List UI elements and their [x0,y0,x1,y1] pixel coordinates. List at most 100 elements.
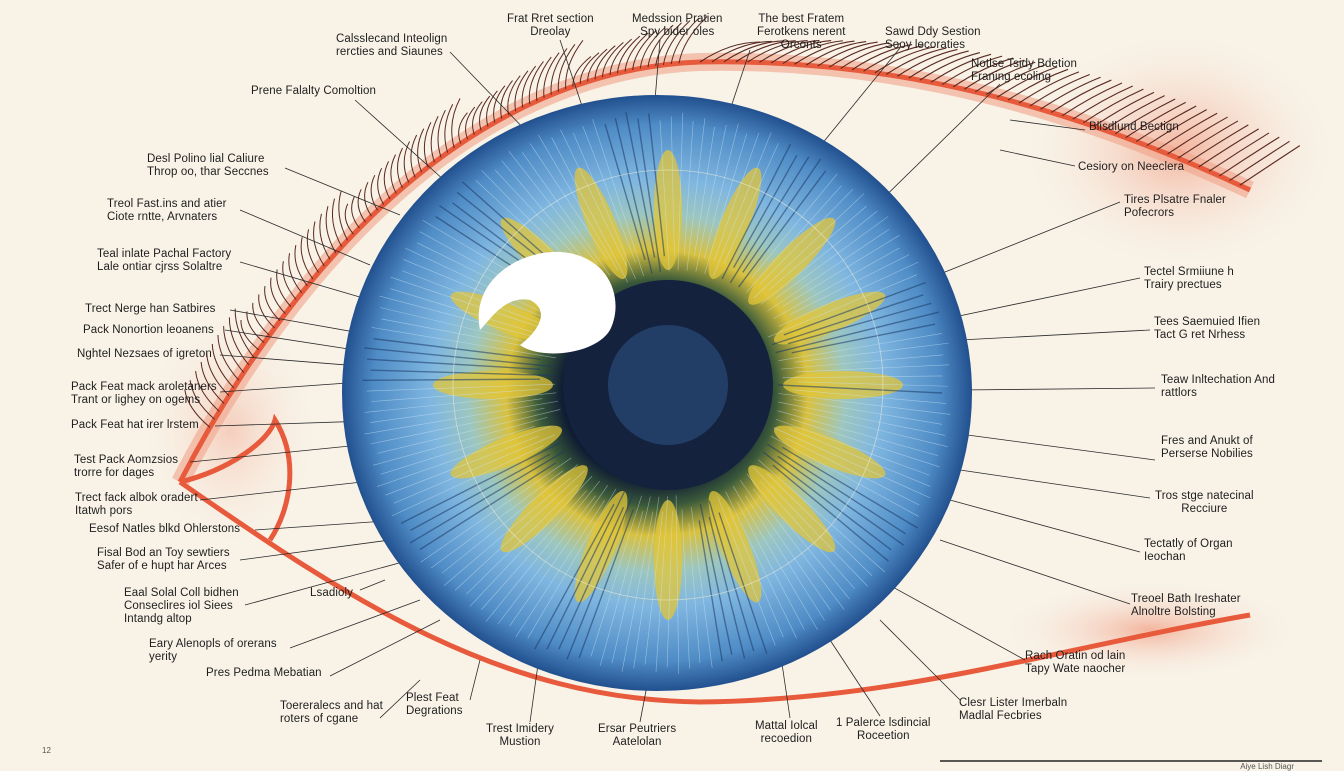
eyelash [770,39,832,64]
iris-fiber [708,500,755,652]
eyelashes [184,16,1301,428]
iris-fiber [364,400,559,435]
label-prene: Prene Falalty Comoltion [251,85,376,98]
iris-fiber [431,470,564,569]
eyelash [1188,124,1249,163]
iris-yellow-petals [433,150,903,620]
iris-fiber [737,170,827,288]
eyelash [1135,105,1197,143]
iris-fiber [590,495,642,657]
label-line: Degrations [406,705,463,717]
highlight-reflection [478,251,616,354]
eyelash [1167,116,1228,155]
eyelash [528,61,544,105]
iris-fiber [370,398,543,423]
iris-petal [450,291,563,345]
iris-fiber [778,401,946,436]
label-line: 1 Palerce lsdincial [836,717,931,729]
iris-fiber [538,134,619,271]
leader-line [379,679,421,719]
label-line: Frat Rret section [507,13,594,25]
eyelash [535,56,552,102]
iris-fiber [732,486,818,630]
iris-fiber [742,158,822,273]
eyelash [217,335,240,381]
label-line: Franing ecoling [971,71,1052,83]
label-line: Pres Pedma Mebatian [206,667,322,679]
label-line: Ersar Peutriers [598,723,677,735]
eyelash [507,75,521,115]
eyelash [662,20,691,66]
iris-fiber [677,112,684,271]
label-line: Sooy lecoraties [885,39,966,51]
iris-fiber [714,132,760,261]
iris-fiber [362,378,540,381]
label-pack-feat-hat: Pack Feat hat irer lrstem [71,419,199,432]
leader-line [879,579,1026,661]
label-lsadioly: Lsadioly [310,587,353,600]
iris-fiber [686,118,706,271]
leader-line [999,149,1076,167]
eyelash [184,389,211,428]
label-line: Mattal Iolcal [755,720,818,732]
iris-fiber [704,123,739,259]
iris-petal [783,371,903,399]
iris-fiber [675,495,680,674]
eyelash [479,95,491,131]
leader-line [829,639,881,717]
iris-fiber [625,112,656,258]
iris-fiber [775,216,889,299]
iris-fiber [762,451,892,551]
eyelash [472,101,483,135]
label-line: Pack Nonortion leoanens [83,324,214,336]
label-line: Intandg altop [124,613,192,625]
label-line: Throp oo, thar Seccnes [147,166,269,178]
iris-fiber [777,410,939,456]
iris-fiber [509,485,608,627]
iris-fiber [371,388,541,402]
iris-fiber [648,113,666,257]
eyelash [543,52,560,98]
iris-fiber [691,507,713,668]
lower-lid-glow [1000,580,1300,680]
label-line: Alnoltre Bolsting [1131,606,1216,618]
eyelash [270,277,286,315]
label-line: Clesr Lister Imerbaln [959,697,1068,709]
eyelash [1114,98,1176,135]
iris-fiber [380,425,535,475]
iris-petal [450,425,563,479]
eyelash [1229,140,1290,181]
eyelash [344,203,354,235]
leader-line [879,619,961,701]
eyelash [437,109,446,158]
iris-fiber [698,520,723,662]
iris-fiber [666,510,673,668]
eyelash [383,161,391,200]
iris-fiber [752,466,868,587]
iris-fiber [793,389,947,404]
eyelash [397,147,403,189]
label-line: Ferotkens nerent [757,26,846,38]
iris-fiber [633,496,660,669]
label-line: Itatwh pors [75,505,133,517]
label-line: Tact G ret Nrhess [1154,329,1246,341]
label-line: Sawd Ddy Sestion [885,26,981,38]
iris-fiber [469,475,593,607]
iris-fiber [688,523,701,663]
iris-fiber [558,506,625,650]
eyelash [572,56,592,87]
label-line: Tires Plsatre Fnaler [1124,194,1226,206]
eyelash [655,22,682,67]
leader-line [959,329,1151,341]
iris-fiber [410,453,550,532]
label-line: Trect fack albok oradert [75,492,198,504]
iris-fiber [404,247,567,324]
iris-fiber [637,118,662,272]
iris-fiber [758,459,886,573]
iris-fiber [781,446,918,529]
